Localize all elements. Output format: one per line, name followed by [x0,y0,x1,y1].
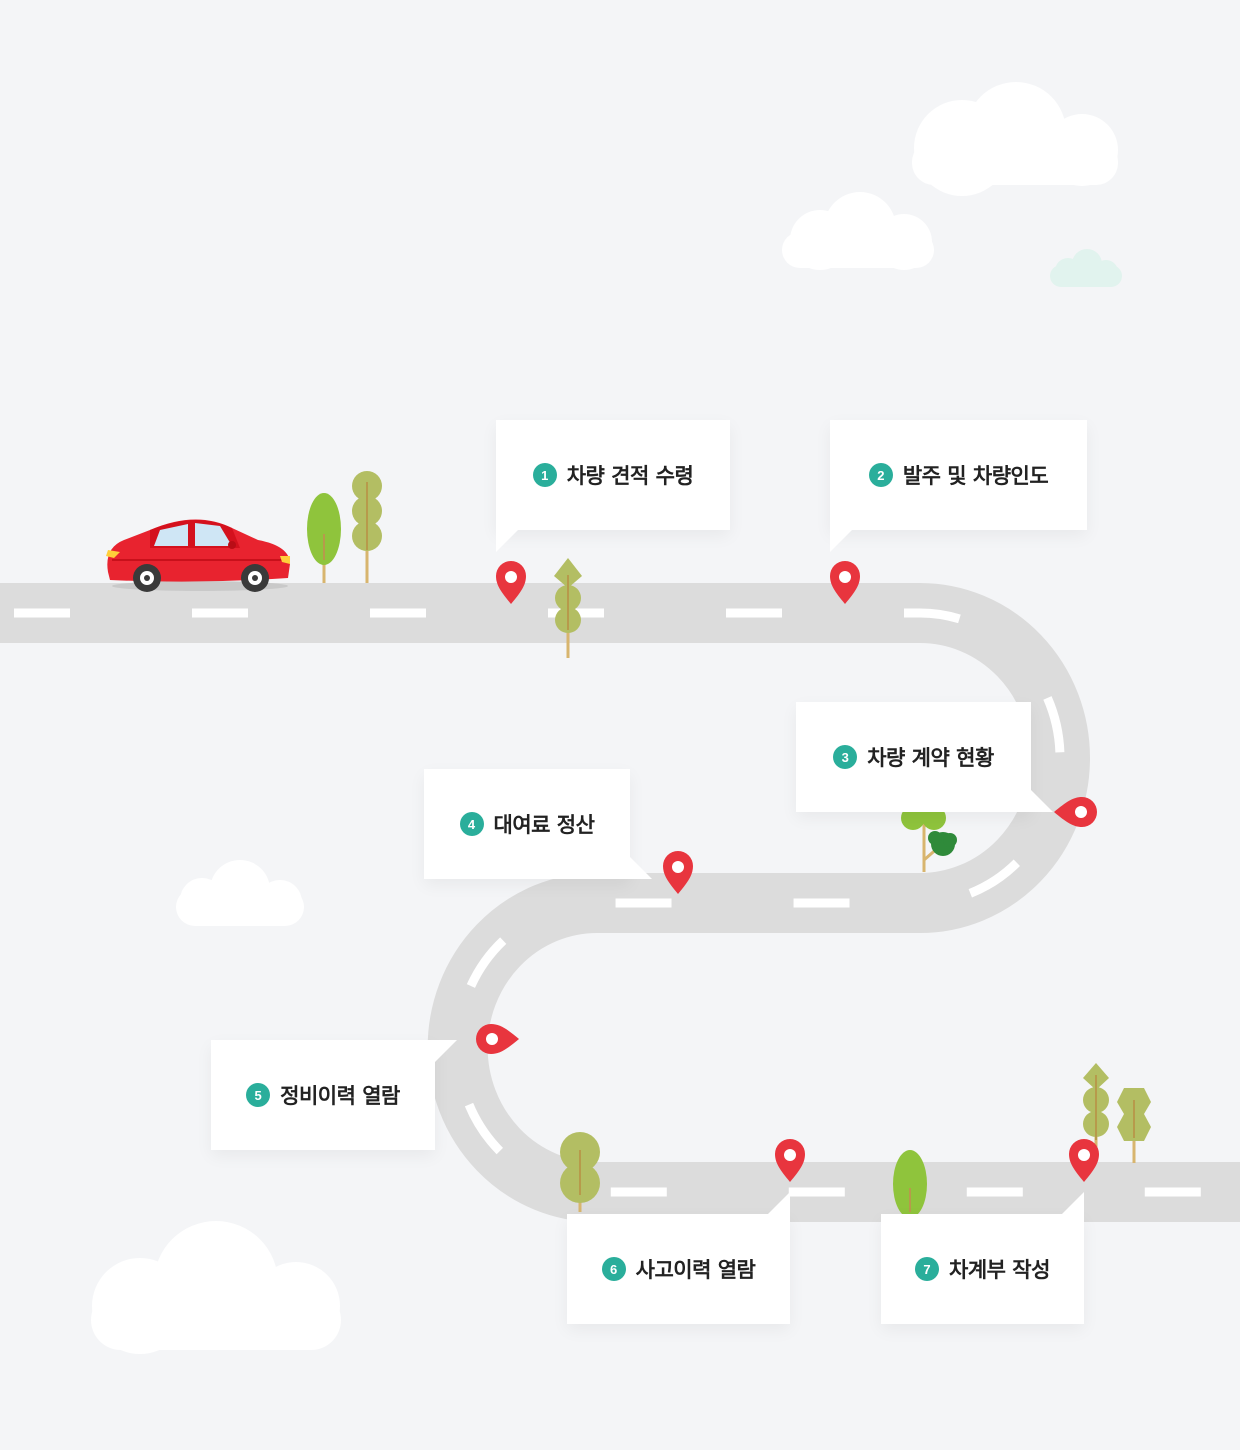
map-pin-icon [496,561,526,604]
cloud-icon [176,860,304,926]
step-label: 사고이력 열람 [635,1258,756,1282]
step-number-badge: 7 [915,1257,940,1281]
map-pin-icon [1069,1139,1099,1182]
step-label: 발주 및 차량인도 [902,464,1049,488]
step-card-3: 3 차량 계약 현황 [796,702,1053,812]
step-card-5: 5 정비이력 열람 [211,1040,457,1150]
tree-icon [1117,1088,1151,1163]
tree-icon [307,493,341,583]
step-label: 정비이력 열람 [280,1084,400,1108]
step-card-7: 7 차계부 작성 [881,1192,1084,1324]
tree-icon [352,471,382,583]
step-number-badge: 3 [833,745,858,769]
tree-icon [901,806,957,872]
step-card-4: 4 대여료 정산 [424,769,652,879]
cloud-icon [912,82,1118,196]
cloud-icon [782,192,934,270]
step-label: 대여료 정산 [493,813,595,837]
map-pin-icon [830,561,860,604]
cloud-icon [1050,249,1122,287]
map-pin-icon [476,1024,519,1054]
step-card-1: 1 차량 견적 수령 [496,420,730,552]
tree-icon [560,1132,600,1212]
step-number-badge: 6 [601,1257,626,1281]
map-pin-icon [1054,797,1097,827]
cloud-icon [91,1221,341,1354]
road-lane-markings [0,608,1240,1197]
car-icon [106,519,290,592]
tree-icon [893,1150,927,1218]
step-card-6: 6 사고이력 열람 [567,1192,790,1324]
step-card-2: 2 발주 및 차량인도 [830,420,1087,552]
step-label: 차계부 작성 [949,1258,1050,1282]
step-number-badge: 1 [532,463,557,487]
step-number-badge: 5 [246,1083,271,1107]
step-number-badge: 4 [459,812,484,836]
step-label: 차량 계약 현황 [867,746,994,770]
map-pin-icon [775,1139,805,1182]
tree-icon [1083,1063,1109,1150]
tree-icon [554,558,582,658]
step-number-badge: 2 [868,463,893,487]
map-pin-icon [663,851,693,894]
step-label: 차량 견적 수령 [566,464,694,488]
